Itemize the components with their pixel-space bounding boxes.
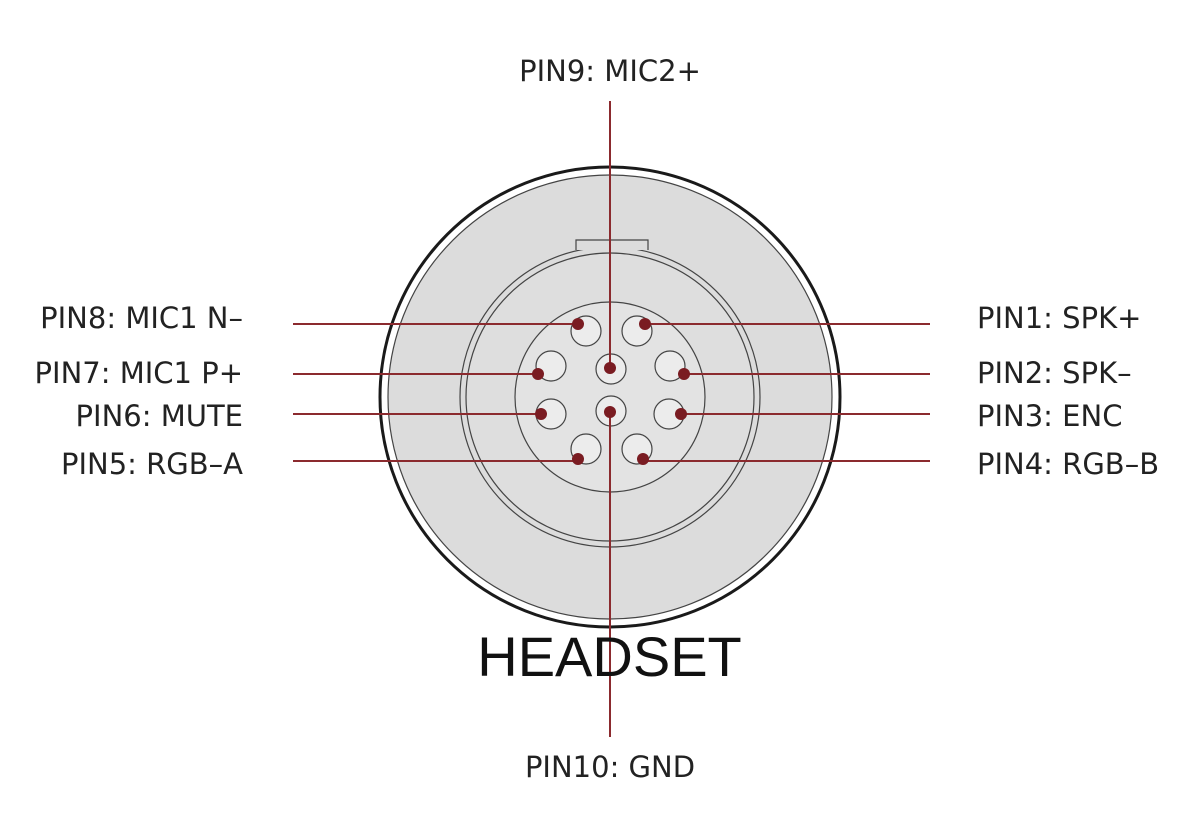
pin-dot-7 — [532, 368, 544, 380]
pin-dot-9 — [604, 362, 616, 374]
pin-dot-10 — [604, 406, 616, 418]
pin-label-4: PIN4: RGB–B — [977, 447, 1160, 481]
leader-lines — [293, 101, 930, 737]
pin-dot-5 — [572, 453, 584, 465]
pin-dot-3 — [675, 408, 687, 420]
pin-label-9: PIN9: MIC2+ — [519, 54, 701, 88]
pin-label-10: PIN10: GND — [524, 750, 696, 784]
connector-body — [378, 165, 842, 629]
pin-label-3: PIN3: ENC — [977, 399, 1123, 433]
pin-label-8: PIN8: MIC1 N– — [40, 301, 243, 335]
pin-dots — [532, 318, 690, 465]
pin-socket-2 — [654, 350, 686, 382]
pin-dot-4 — [637, 453, 649, 465]
pin-label-6: PIN6: MUTE — [75, 399, 243, 433]
diagram-title: HEADSET — [477, 625, 742, 688]
pin-label-2: PIN2: SPK– — [977, 356, 1132, 390]
pin-dot-8 — [572, 318, 584, 330]
pin-label-7: PIN7: MIC1 P+ — [34, 356, 243, 390]
pin-dot-2 — [678, 368, 690, 380]
key-notch — [575, 239, 649, 250]
pin-label-5: PIN5: RGB–A — [60, 447, 243, 481]
pin-dot-6 — [535, 408, 547, 420]
pin-label-1: PIN1: SPK+ — [977, 301, 1142, 335]
pin-dot-1 — [639, 318, 651, 330]
